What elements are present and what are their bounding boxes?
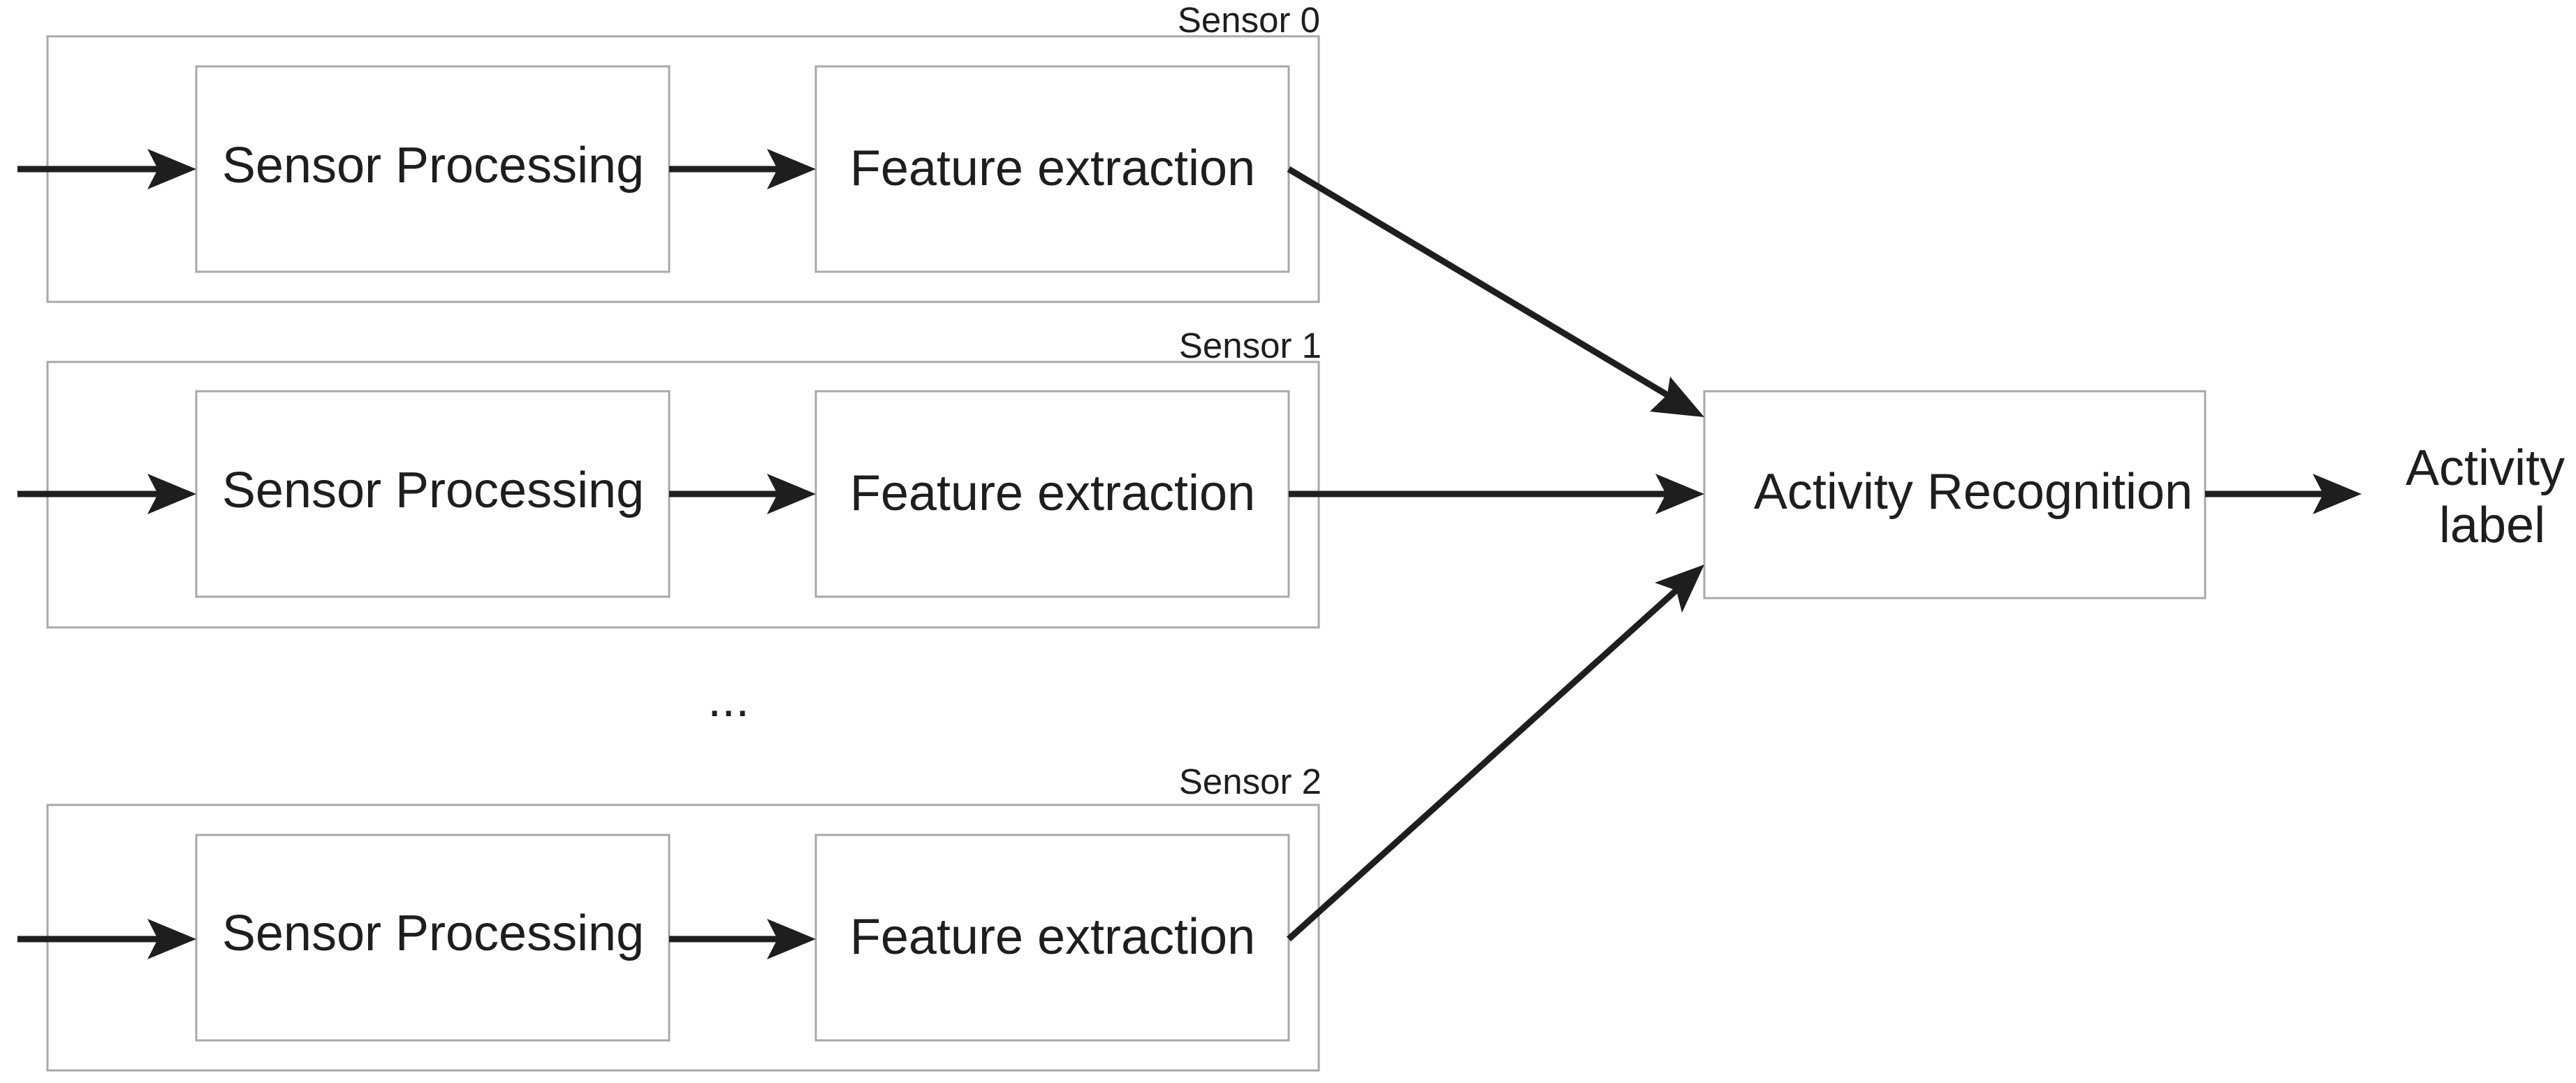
sensor-2-internal-arrow bbox=[669, 919, 816, 959]
sensor-2-group: Sensor 2 Sensor Processing Feature extra… bbox=[17, 762, 1322, 1072]
ellipsis: ... bbox=[708, 671, 749, 727]
activity-label-line2: label bbox=[2439, 497, 2545, 553]
sensor-2-feature-box bbox=[814, 834, 1290, 1042]
sensor-0-title: Sensor 0 bbox=[1178, 0, 1320, 40]
sensor-1-group: Sensor 1 Sensor Processing Feature extra… bbox=[17, 326, 1322, 629]
sensor-0-group: Sensor 0 Sensor Processing Feature extra… bbox=[17, 0, 1320, 303]
sensor-1-internal-arrow bbox=[669, 474, 816, 514]
activity-label-output: Activity label bbox=[2406, 440, 2576, 553]
sensor-0-to-recognition-arrow bbox=[1287, 166, 1704, 417]
sensor-1-input-arrow bbox=[17, 474, 196, 514]
sensor-0-feature-label: Feature extraction bbox=[850, 140, 1255, 196]
sensor-1-processing-label: Sensor Processing bbox=[222, 463, 644, 518]
sensor-0-input-arrow bbox=[17, 149, 196, 189]
sensor-2-title: Sensor 2 bbox=[1179, 762, 1322, 801]
sensor-0-feature-box bbox=[814, 65, 1290, 273]
sensor-2-processing-box bbox=[195, 834, 671, 1042]
activity-recognition-label: Activity Recognition bbox=[1754, 464, 2193, 520]
sensor-0-processing-box bbox=[195, 65, 671, 273]
sensor-1-processing-box bbox=[195, 390, 671, 598]
sensor-2-processing-label: Sensor Processing bbox=[222, 906, 644, 961]
activity-recognition-box bbox=[1703, 390, 2207, 599]
sensor-1-title: Sensor 1 bbox=[1179, 326, 1322, 365]
output-arrow bbox=[2205, 474, 2362, 514]
sensor-1-feature-label: Feature extraction bbox=[850, 465, 1255, 521]
sensor-2-feature-label: Feature extraction bbox=[850, 909, 1255, 965]
activity-label-line1: Activity bbox=[2406, 440, 2565, 496]
activity-recognition-group: Activity Recognition bbox=[1703, 390, 2207, 599]
sensor-1-to-recognition-arrow bbox=[1289, 474, 1704, 514]
sensor-2-input-arrow bbox=[17, 919, 196, 959]
sensor-2-to-recognition-arrow bbox=[1286, 565, 1704, 942]
sensor-0-processing-label: Sensor Processing bbox=[222, 138, 644, 194]
sensor-0-internal-arrow bbox=[669, 149, 816, 189]
